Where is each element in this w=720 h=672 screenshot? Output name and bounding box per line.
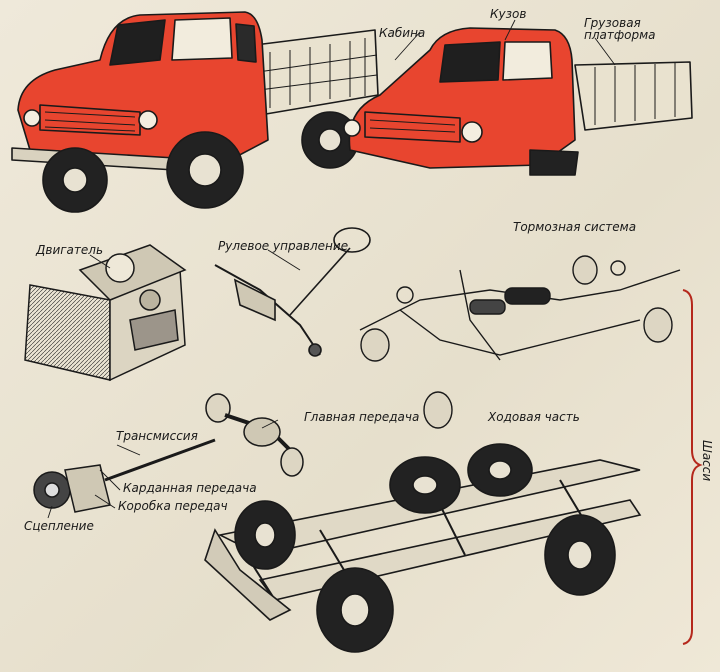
label-chassis: Шасси — [700, 440, 714, 482]
truck-complete-illustration — [11, 11, 379, 213]
label-clutch: Сцепление — [24, 519, 94, 533]
label-engine: Двигатель — [36, 243, 104, 257]
label-running-gear: Ходовая часть — [488, 410, 580, 424]
truck-exploded-illustration — [343, 27, 693, 176]
transmission-illustration — [33, 393, 304, 513]
brake-system-illustration — [359, 255, 681, 429]
label-cab: Кабина — [379, 26, 426, 40]
chassis-bracket — [682, 289, 703, 645]
chassis-illustration — [204, 443, 642, 653]
label-brake-system: Тормозная система — [513, 220, 637, 234]
steering-illustration — [214, 227, 371, 357]
label-body: Кузов — [490, 7, 527, 21]
label-cargo-platform: Грузовая платформа — [584, 16, 656, 42]
label-main-gear: Главная передача — [304, 410, 420, 424]
label-transmission: Трансмиссия — [116, 429, 198, 443]
label-steering: Рулевое управление — [218, 239, 349, 253]
leader-lines — [47, 19, 616, 519]
label-cardan: Карданная передача — [123, 481, 257, 495]
label-gearbox: Коробка передач — [118, 499, 228, 513]
engine-illustration — [24, 244, 187, 382]
